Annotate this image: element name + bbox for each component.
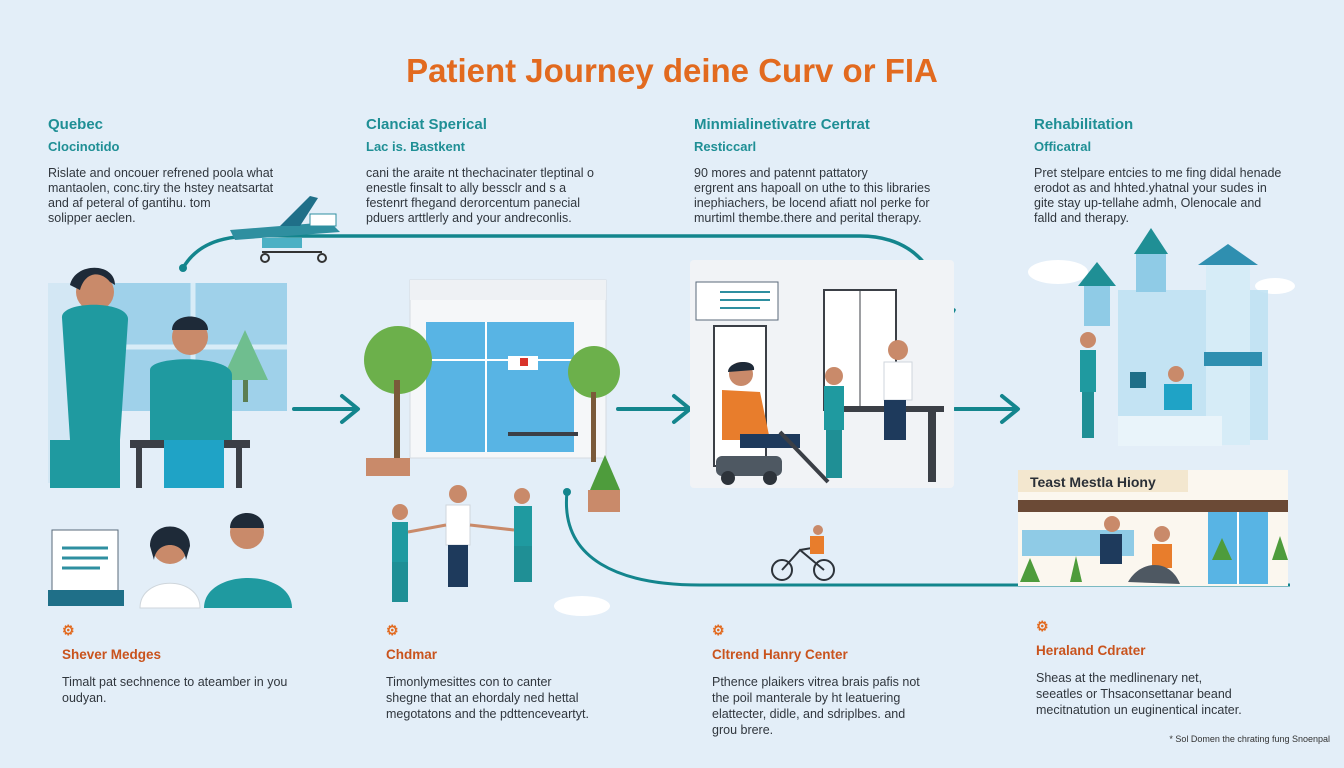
stage-4-description: Pret stelpare entcies to me fing didal h… bbox=[1034, 166, 1282, 225]
bottom-3-text: ⚙ Cltrend Hanry Center Pthence plaikers … bbox=[712, 622, 972, 738]
arrow-right-icon bbox=[616, 394, 692, 424]
bottom-1-text: ⚙ Shever Medges Timalt pat sechnence to … bbox=[62, 622, 322, 706]
journey-path-lower bbox=[564, 491, 1290, 587]
bottom-2-text: ⚙ Chdmar Timonlymesittes con to canter s… bbox=[386, 622, 646, 722]
gear-icon: ⚙ bbox=[1036, 618, 1049, 634]
stage-4-illustration bbox=[1028, 228, 1295, 446]
stage-1-title: Quebec bbox=[48, 116, 104, 133]
arrow-right-icon bbox=[292, 394, 360, 424]
bottom-4-text: ⚙ Heraland Cdrater Sheas at the medlinen… bbox=[1036, 618, 1296, 718]
stage-3-title: Minmialinetivatre Certrat bbox=[694, 116, 870, 133]
stage-2-description: cani the araite nt thechacinater tleptin… bbox=[366, 166, 594, 225]
stage-1-illustration bbox=[48, 267, 287, 488]
bottom-4-description: Sheas at the medlinenary net, seeatles o… bbox=[1036, 671, 1242, 717]
arrow-right-icon bbox=[953, 394, 1020, 424]
bottom-4-title: Heraland Cdrater bbox=[1036, 643, 1146, 658]
stage-1-description: Rislate and oncouer refrened poola what … bbox=[48, 166, 274, 225]
stage-3-text: Minmialinetivatre Certrat Resticcarl 90 … bbox=[694, 116, 954, 226]
stage-2-illustration bbox=[364, 279, 620, 602]
bottom-3-title: Cltrend Hanry Center bbox=[712, 647, 848, 662]
page-title: Patient Journey deine Curv or FIA bbox=[406, 52, 938, 89]
bottom-3-description: Pthence plaikers vitrea brais pafis not … bbox=[712, 675, 920, 737]
cloud-icon bbox=[554, 596, 610, 616]
stage-4-subtitle: Officatral bbox=[1034, 139, 1092, 154]
bottom-1-title: Shever Medges bbox=[62, 647, 162, 662]
bottom-2-title: Chdmar bbox=[386, 647, 438, 662]
stage-1-text: Quebec Clocinotido Rislate and oncouer r… bbox=[48, 116, 298, 226]
bottom-2-description: Timonlymesittes con to canter shegne tha… bbox=[386, 675, 589, 721]
gear-icon: ⚙ bbox=[62, 622, 75, 638]
stage-3-subtitle: Resticcarl bbox=[694, 139, 757, 154]
bicycle-icon bbox=[771, 525, 835, 581]
stage-2-text: Clanciat Sperical Lac is. Bastkent cani … bbox=[366, 116, 616, 226]
bottom-1-illustration bbox=[48, 513, 292, 609]
stage-4-title: Rehabilitation bbox=[1034, 116, 1134, 133]
gear-icon: ⚙ bbox=[712, 622, 725, 638]
gear-icon: ⚙ bbox=[386, 622, 399, 638]
clinic-panel-label: Teast Mestla Hiony bbox=[1030, 474, 1156, 490]
airplane-icon bbox=[230, 196, 340, 263]
stage-2-title: Clanciat Sperical bbox=[366, 116, 487, 133]
stage-3-description: 90 mores and patennt pattatory ergrent a… bbox=[694, 166, 931, 225]
stage-4-text: Rehabilitation Officatral Pret stelpare … bbox=[1034, 116, 1304, 226]
stage-1-subtitle: Clocinotido bbox=[48, 139, 120, 154]
clinic-entrance-illustration bbox=[1018, 470, 1288, 586]
bottom-1-description: Timalt pat sechnence to ateamber in you … bbox=[62, 675, 288, 705]
stage-3-illustration bbox=[690, 260, 954, 488]
stage-2-subtitle: Lac is. Bastkent bbox=[366, 139, 465, 154]
footnote: * Sol Domen the chrating fung Snoenpal bbox=[1169, 734, 1330, 744]
